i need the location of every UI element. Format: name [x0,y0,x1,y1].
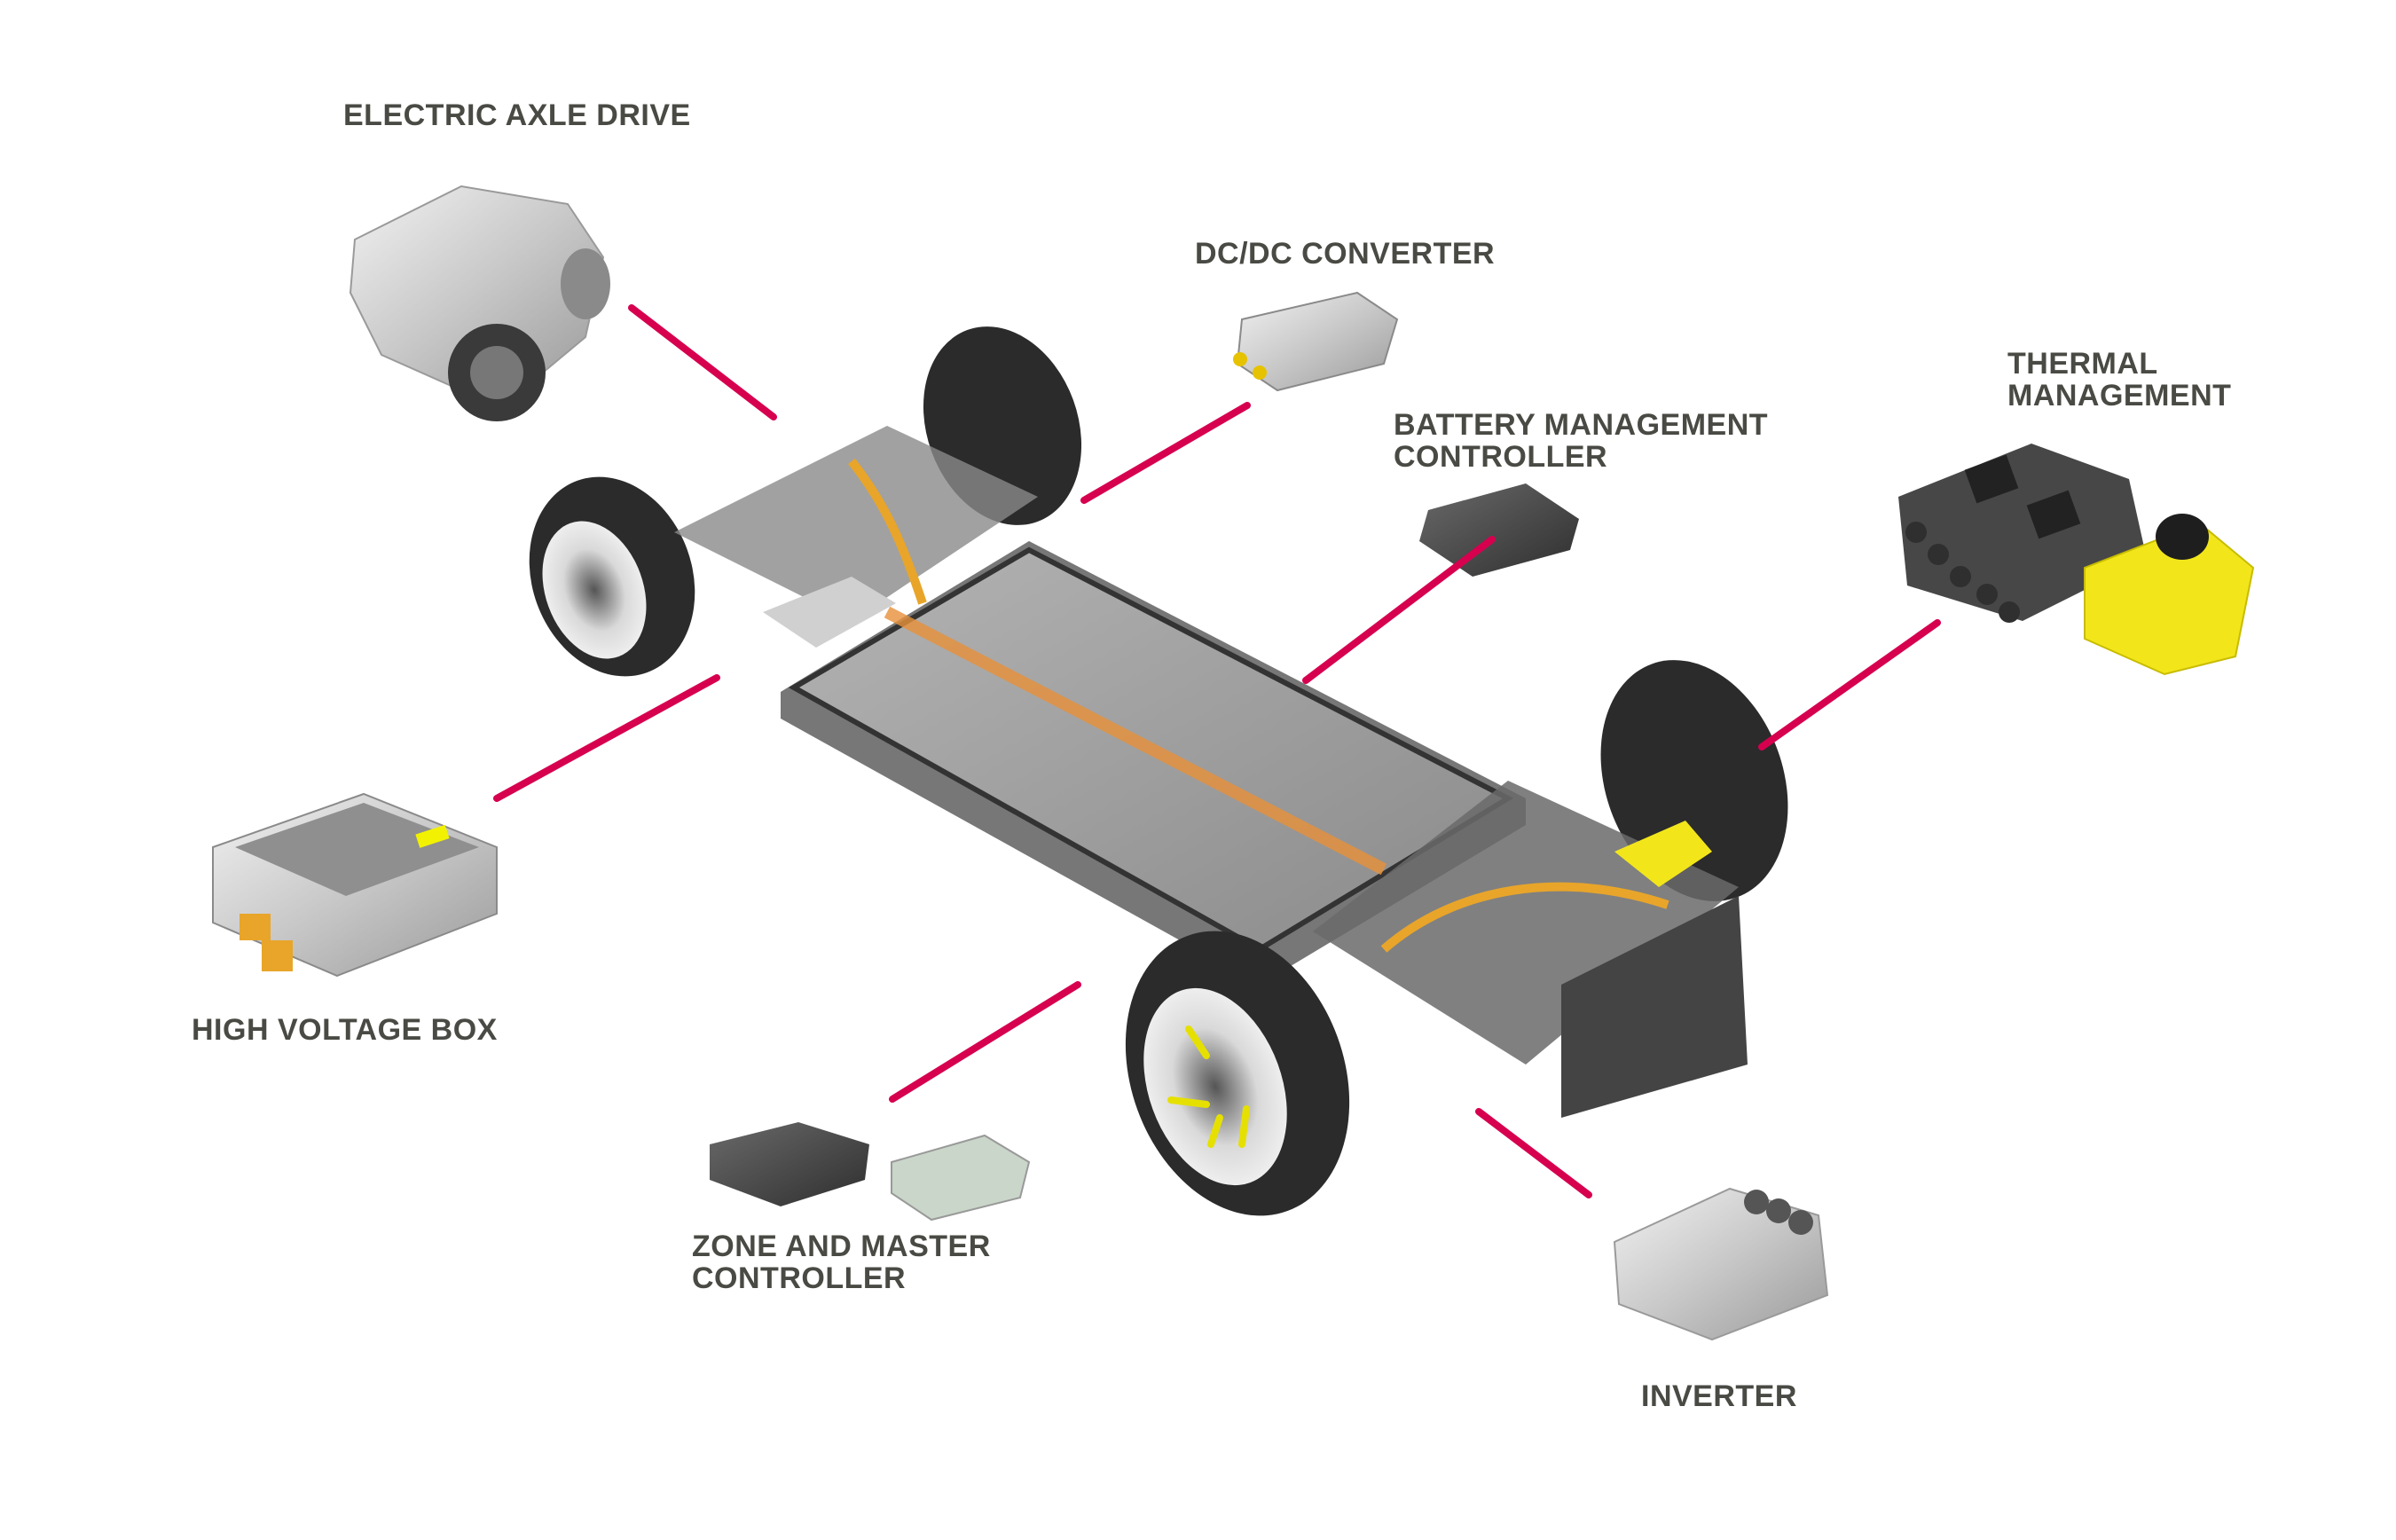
label-thermal-management: THERMAL MANAGEMENT [2007,348,2231,412]
dc-dc-converter-image [1233,291,1399,392]
connector-line-electric-axle-drive [628,304,777,420]
label-inverter: INVERTER [1641,1380,1797,1412]
battery-pack [781,541,1526,985]
rear-subframe [674,426,1038,648]
label-high-voltage-box: HIGH VOLTAGE BOX [192,1014,498,1046]
battery-management-controller-image [1419,483,1579,577]
label-line: ZONE AND MASTER [692,1230,991,1263]
label-line: CONTROLLER [692,1261,907,1295]
label-electric-axle-drive: ELECTRIC AXLE DRIVE [343,99,691,131]
label-dc-dc-converter: DC/DC CONVERTER [1195,238,1495,270]
label-line: HIGH VOLTAGE BOX [192,1013,498,1047]
connector-line-high-voltage-box [493,674,720,802]
inverter-image [1613,1187,1829,1341]
label-line: CONTROLLER [1394,440,1608,474]
electric-axle-drive-image [349,185,610,421]
label-line: THERMAL [2007,347,2158,381]
label-battery-management-controller: BATTERY MANAGEMENT CONTROLLER [1394,409,1768,473]
label-line: INVERTER [1641,1379,1797,1413]
connector-line-inverter [1475,1108,1592,1198]
connector-lines [493,304,1941,1198]
wheel-rear-left [529,476,695,677]
label-line: ELECTRIC AXLE DRIVE [343,98,691,132]
label-line: MANAGEMENT [2007,379,2232,412]
label-line: BATTERY MANAGEMENT [1394,408,1769,442]
connector-line-zone-and-master-controller [889,981,1081,1103]
wheel-front-left [1125,931,1350,1216]
label-line: DC/DC CONVERTER [1195,237,1496,271]
high-voltage-box-image [212,792,498,978]
label-zone-and-master-controller: ZONE AND MASTER CONTROLLER [692,1230,991,1294]
connector-line-thermal-management [1758,619,1941,750]
thermal-management-image [1898,444,2255,676]
connector-line-dc-dc-converter [1080,402,1251,504]
connector-line-battery-management-controller [1302,536,1496,684]
zone-and-master-controller-image [710,1122,1031,1222]
front-subframe [1313,781,1748,1118]
